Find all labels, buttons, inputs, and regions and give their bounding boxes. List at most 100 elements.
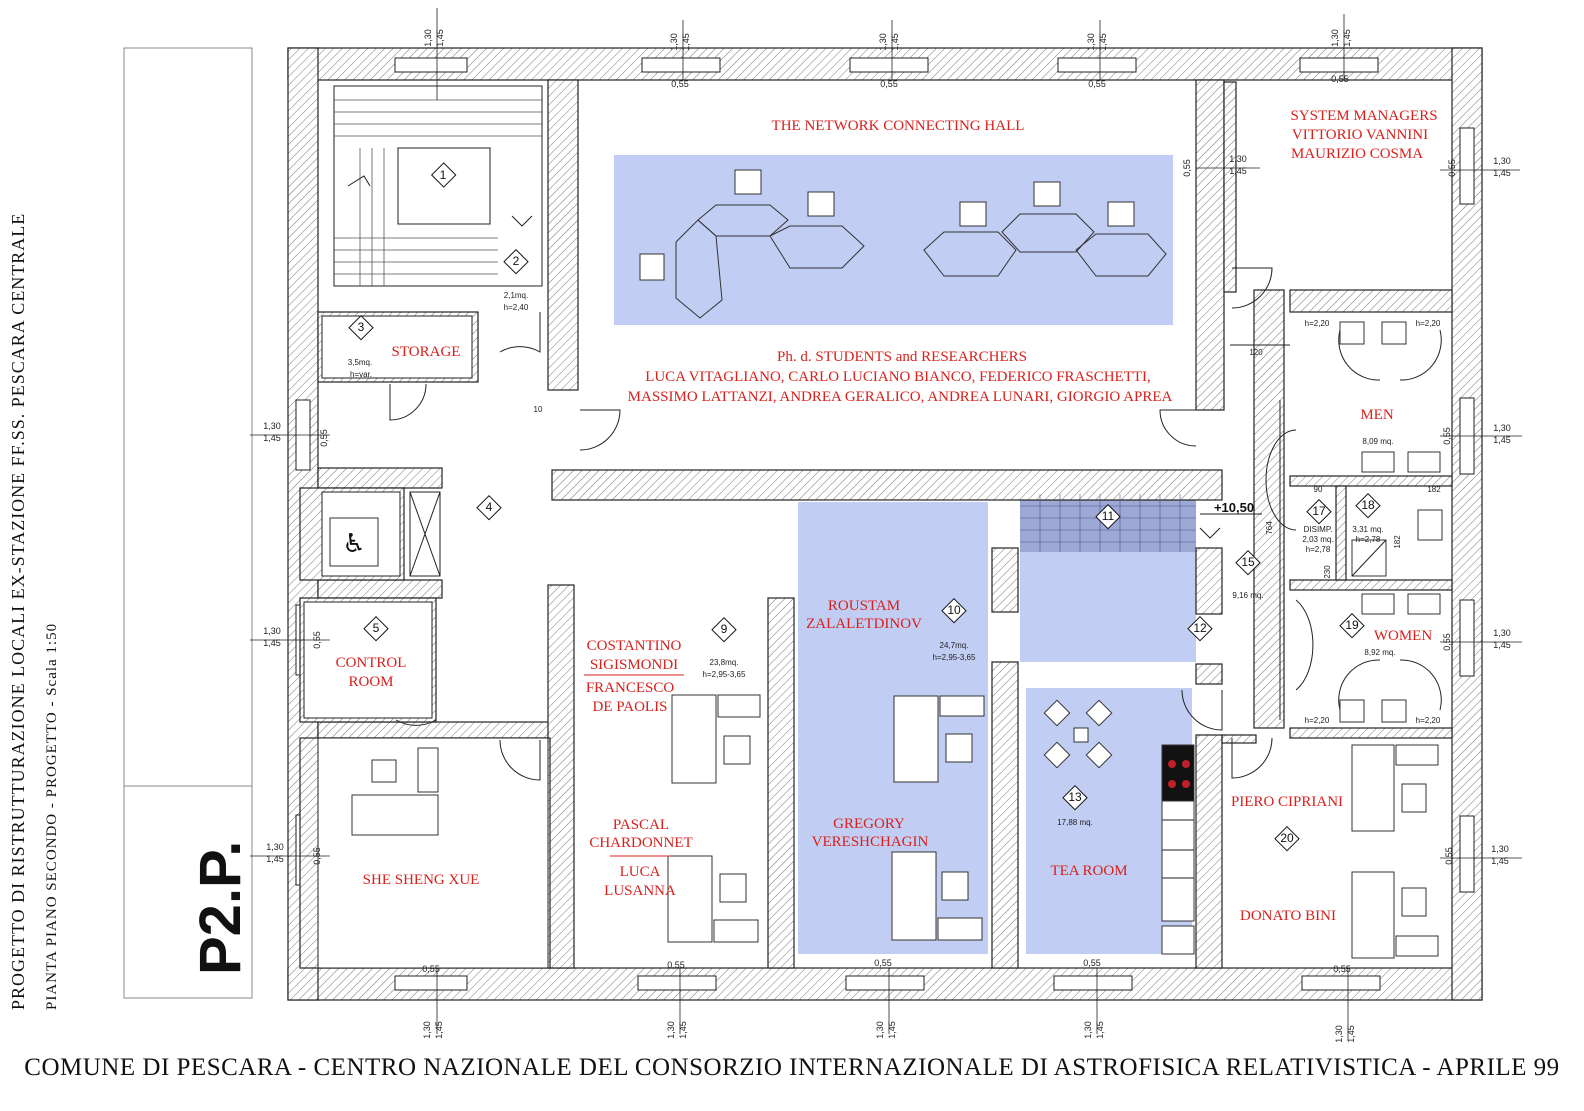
pascal-line-2: CHARDONNET	[589, 835, 692, 851]
students-heading: Ph. d. STUDENTS and RESEARCHERS	[777, 349, 1027, 365]
svg-text:3: 3	[358, 320, 365, 334]
marker-13: 13	[1062, 784, 1088, 811]
svg-text:0,55: 0,55	[667, 960, 685, 970]
svg-text:1,30: 1,30	[666, 1021, 676, 1039]
svg-text:120: 120	[1249, 348, 1263, 357]
piero-label: PIERO CIPRIANI	[1231, 794, 1343, 810]
svg-text:0,55: 0,55	[1083, 958, 1101, 968]
sysman-line-2: VITTORIO VANNINI	[1292, 127, 1428, 143]
marker-3: 3	[348, 314, 374, 341]
students-line-1: LUCA VITAGLIANO, CARLO LUCIANO BIANCO, F…	[645, 369, 1151, 385]
svg-text:8,92 mq.: 8,92 mq.	[1364, 648, 1395, 657]
svg-text:1,45: 1,45	[1493, 168, 1511, 178]
svg-text:0,55: 0,55	[874, 958, 892, 968]
luca-line-1: LUCA	[620, 864, 661, 880]
svg-text:h=2,95-3,65: h=2,95-3,65	[933, 653, 976, 662]
svg-text:1,45: 1,45	[1493, 435, 1511, 445]
svg-text:90: 90	[1314, 485, 1323, 494]
svg-text:1,30: 1,30	[1330, 29, 1340, 47]
marker-1: 1	[430, 162, 457, 188]
tea-room-label: TEA ROOM	[1050, 863, 1127, 879]
room-labels: THE NETWORK CONNECTING HALL Ph. d. STUDE…	[336, 108, 1438, 924]
francesco-line-1: FRANCESCO	[586, 680, 675, 696]
area-annotations: 2,1mq. h=2,40 3,5mq. h=var. 23,8mq. h=2,…	[348, 291, 1441, 827]
svg-text:1,45: 1,45	[1493, 640, 1511, 650]
svg-text:0,55: 0,55	[1182, 159, 1192, 177]
svg-text:h=var.: h=var.	[350, 370, 372, 379]
title-block: PROGETTO DI RISTRUTTURAZIONE LOCALI EX-S…	[8, 47, 253, 1010]
svg-text:1: 1	[440, 168, 447, 182]
svg-text:1,30: 1,30	[1334, 1025, 1344, 1043]
svg-text:19: 19	[1345, 618, 1359, 632]
marker-9: 9	[711, 616, 737, 643]
svg-text:230: 230	[1323, 565, 1332, 579]
svg-text:2,1mq.: 2,1mq.	[504, 291, 528, 300]
gregory-line-1: GREGORY	[833, 816, 905, 832]
control-room-line-1: CONTROL	[336, 655, 407, 671]
svg-text:h=2,20: h=2,20	[1416, 716, 1441, 725]
svg-text:1,45: 1,45	[266, 854, 284, 864]
title-frame	[123, 47, 253, 999]
svg-text:1,45: 1,45	[1098, 33, 1108, 51]
marker-18: 18	[1355, 492, 1381, 519]
svg-text:h=2,95-3,65: h=2,95-3,65	[703, 670, 746, 679]
svg-text:764: 764	[1265, 521, 1274, 535]
svg-text:0,55: 0,55	[1447, 159, 1457, 177]
office-furniture: ♿	[329, 321, 1443, 959]
svg-text:3,5mq.: 3,5mq.	[348, 358, 372, 367]
svg-text:1,45: 1,45	[1346, 1025, 1356, 1043]
hall-furniture	[639, 169, 1167, 319]
svg-text:0,55: 0,55	[422, 964, 440, 974]
svg-text:1,30: 1,30	[1493, 156, 1511, 166]
network-hall-highlight	[614, 155, 1173, 325]
svg-text:0,55: 0,55	[1444, 847, 1454, 865]
svg-text:0,55: 0,55	[1333, 964, 1351, 974]
francesco-line-2: DE PAOLIS	[593, 699, 668, 715]
svg-text:2: 2	[513, 254, 520, 268]
svg-text:182: 182	[1393, 535, 1402, 549]
svg-text:h=2,20: h=2,20	[1305, 319, 1330, 328]
svg-text:1,30: 1,30	[1229, 154, 1247, 164]
she-sheng-xue-label: SHE SHENG XUE	[363, 872, 480, 888]
svg-text:1,30: 1,30	[263, 626, 281, 636]
svg-text:1,45: 1,45	[1095, 1021, 1105, 1039]
svg-text:0,55: 0,55	[1088, 79, 1106, 89]
marker-2: 2	[503, 248, 529, 275]
svg-text:h=2,78: h=2,78	[1306, 545, 1331, 554]
svg-text:1,45: 1,45	[1342, 29, 1352, 47]
pascal-line-1: PASCAL	[613, 817, 669, 833]
costantino-line-2: SIGISMONDI	[590, 657, 678, 673]
svg-text:1,30: 1,30	[1083, 1021, 1093, 1039]
svg-text:1,30: 1,30	[423, 29, 433, 47]
roustam-line-2: ZALALETDINOV	[806, 616, 922, 632]
svg-text:1,30: 1,30	[263, 421, 281, 431]
costantino-line-1: COSTANTINO	[587, 638, 682, 654]
svg-text:17: 17	[1312, 504, 1326, 518]
svg-text:1,30: 1,30	[1493, 628, 1511, 638]
women-label: WOMEN	[1374, 628, 1432, 644]
svg-text:1,45: 1,45	[434, 1021, 444, 1039]
svg-text:8,09 mq.: 8,09 mq.	[1362, 437, 1393, 446]
marker-17: 17	[1306, 498, 1332, 525]
marker-5: 5	[363, 615, 389, 642]
svg-text:h=2,20: h=2,20	[1416, 319, 1441, 328]
marker-15: 15	[1235, 549, 1261, 576]
svg-text:1,45: 1,45	[1491, 856, 1509, 866]
svg-text:9: 9	[721, 622, 728, 636]
svg-text:0,55: 0,55	[880, 79, 898, 89]
svg-text:1,30: 1,30	[1491, 844, 1509, 854]
donato-label: DONATO BINI	[1240, 908, 1336, 924]
svg-text:17,88 mq.: 17,88 mq.	[1057, 818, 1093, 827]
men-label: MEN	[1360, 407, 1394, 423]
svg-text:0,55: 0,55	[671, 79, 689, 89]
svg-text:1,30: 1,30	[1086, 33, 1096, 51]
svg-text:0,55: 0,55	[319, 429, 329, 447]
marker-11: 11	[1095, 503, 1121, 530]
svg-text:♿: ♿	[342, 529, 365, 559]
marker-4: 4	[476, 494, 502, 521]
svg-text:h=2,78: h=2,78	[1356, 535, 1381, 544]
svg-text:10: 10	[947, 603, 961, 617]
sysman-line-3: MAURIZIO COSMA	[1291, 146, 1423, 162]
sysman-line-1: SYSTEM MANAGERS	[1290, 108, 1437, 124]
svg-text:DISIMP.: DISIMP.	[1304, 525, 1333, 534]
